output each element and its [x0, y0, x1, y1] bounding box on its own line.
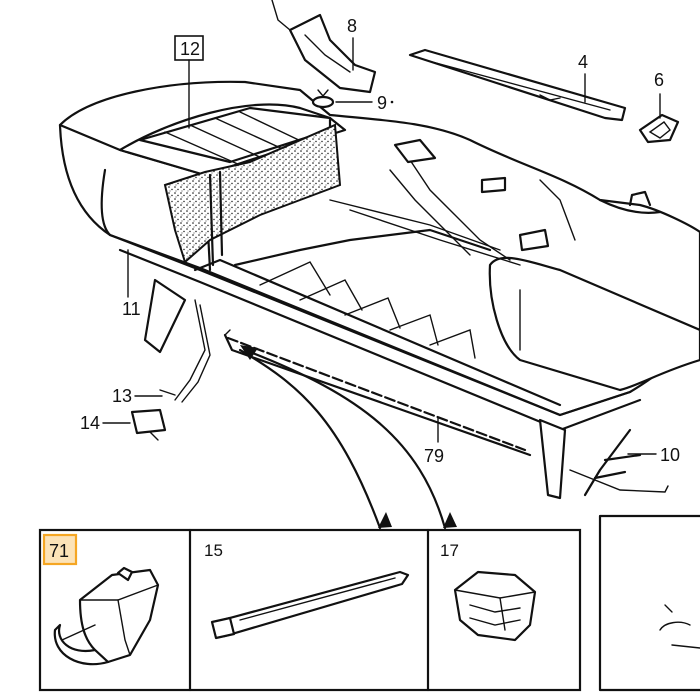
- part-8-bracket: [271, 0, 377, 94]
- callout-17: 17: [440, 541, 459, 560]
- callout-6: 6: [654, 70, 664, 90]
- callout-4: 4: [578, 52, 588, 72]
- leader-arrows: [238, 345, 457, 530]
- floor-pan: [58, 80, 700, 500]
- detail-boxes: 71 15 17: [38, 514, 700, 692]
- callouts: 12 8 9 4 6 11 13 14 79 10: [80, 16, 680, 466]
- callout-79: 79: [424, 446, 444, 466]
- part-71-clip: [53, 566, 160, 666]
- part-15-cable-tie: [210, 570, 410, 640]
- part-4-strip: [408, 48, 627, 122]
- callout-13: 13: [112, 386, 132, 406]
- part-9-grommet: [311, 89, 335, 109]
- part-6-pad: [638, 113, 680, 144]
- part-10-clip: [569, 428, 669, 497]
- part-17-clip: [453, 570, 537, 642]
- callout-71: 71: [49, 541, 69, 561]
- callout-9: 9: [377, 93, 387, 113]
- callout-10: 10: [660, 445, 680, 465]
- callout-12: 12: [180, 39, 200, 59]
- callout-14: 14: [80, 413, 100, 433]
- callout-11: 11: [122, 299, 141, 319]
- callout-8: 8: [347, 16, 357, 36]
- wire-79: [223, 329, 532, 457]
- callout-71-highlight: [42, 533, 78, 566]
- callout-15: 15: [204, 541, 223, 560]
